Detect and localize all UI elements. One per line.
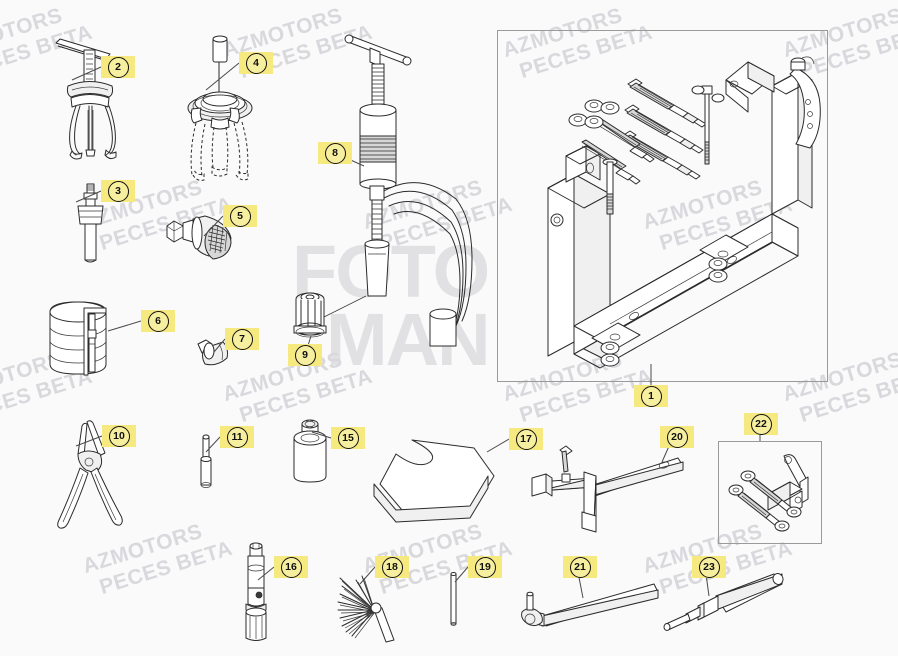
callout-badge-7[interactable]: 7 — [225, 328, 259, 350]
callout-badge-17[interactable]: 17 — [509, 428, 543, 450]
callout-badge-22[interactable]: 22 — [744, 413, 778, 435]
callout-number: 2 — [107, 56, 129, 78]
callout-number: 10 — [108, 425, 130, 447]
callout-badge-9[interactable]: 9 — [288, 344, 322, 366]
callout-number: 15 — [337, 427, 359, 449]
part-6-shim-stack — [48, 298, 144, 384]
callout-badge-18[interactable]: 18 — [375, 556, 409, 578]
callout-number: 6 — [147, 310, 169, 332]
callout-number: 7 — [231, 328, 253, 350]
callout-number: 5 — [229, 205, 251, 227]
callout-badge-4[interactable]: 4 — [239, 52, 273, 74]
part-19-pin-rod — [446, 570, 462, 628]
part-15-socket-adapter — [288, 414, 336, 486]
callout-badge-19[interactable]: 19 — [468, 556, 502, 578]
callout-number: 11 — [226, 426, 248, 448]
callout-badge-2[interactable]: 2 — [101, 56, 135, 78]
callout-badge-1[interactable]: 1 — [634, 385, 668, 407]
part-17-support-plate — [360, 430, 504, 523]
callout-number: 3 — [107, 180, 129, 202]
callout-badge-20[interactable]: 20 — [660, 426, 694, 448]
callout-badge-3[interactable]: 3 — [101, 180, 135, 202]
callout-badge-16[interactable]: 16 — [274, 556, 308, 578]
callout-number: 22 — [750, 413, 772, 435]
part-16-splined-driver-tip — [238, 538, 280, 648]
part-8-c-clamp-compressor — [305, 26, 512, 347]
callout-number: 16 — [280, 556, 302, 578]
callout-badge-10[interactable]: 10 — [102, 425, 136, 447]
part-10-circlip-pliers — [50, 418, 136, 530]
callout-badge-5[interactable]: 5 — [223, 205, 257, 227]
callout-badge-6[interactable]: 6 — [141, 310, 175, 332]
callout-badge-23[interactable]: 23 — [692, 556, 726, 578]
callout-badge-8[interactable]: 8 — [318, 142, 352, 164]
callout-badge-15[interactable]: 15 — [331, 427, 365, 449]
callout-number: 4 — [245, 52, 267, 74]
part-20-lever-arm-tool — [524, 440, 684, 533]
part-21-long-flat-wrench — [500, 576, 659, 638]
part-2-three-jaw-puller — [42, 28, 152, 173]
callout-number: 8 — [324, 142, 346, 164]
kit-22-frame — [718, 441, 822, 544]
diagram-canvas: FOTO MAN — [42, 26, 822, 648]
callout-number: 23 — [698, 556, 720, 578]
callout-number: 17 — [515, 428, 537, 450]
callout-number: 19 — [474, 556, 496, 578]
callout-number: 18 — [381, 556, 403, 578]
callout-number: 20 — [666, 426, 688, 448]
callout-badge-21[interactable]: 21 — [563, 556, 597, 578]
callout-badge-11[interactable]: 11 — [220, 426, 254, 448]
callout-number: 9 — [294, 344, 316, 366]
callout-number: 21 — [569, 556, 591, 578]
callout-number: 1 — [640, 385, 662, 407]
part-22-bracket-stud-kit — [726, 448, 818, 540]
part-23-tapered-punch — [654, 570, 784, 642]
main-assembly-frame — [497, 30, 828, 382]
part-1-l-frame-assembly — [510, 38, 822, 374]
part-11-drift-pin — [196, 432, 218, 490]
part-9-cage-bushing — [288, 288, 336, 344]
